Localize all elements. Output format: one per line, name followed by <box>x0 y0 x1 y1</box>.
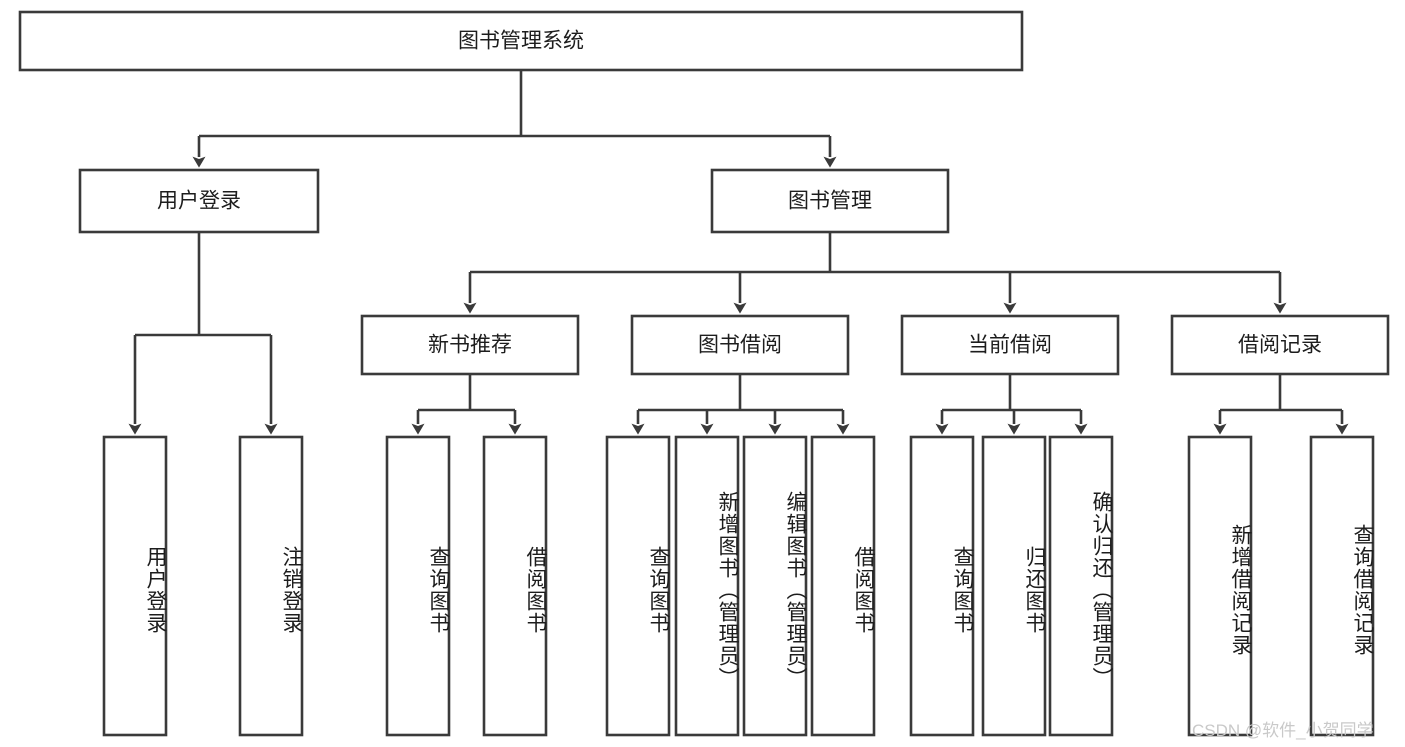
node-box-current[interactable] <box>900 314 1120 376</box>
node-box-leaf-nb-query[interactable] <box>385 435 451 737</box>
node-label-records: 借阅记录 <box>1238 334 1322 357</box>
node-box-login[interactable] <box>78 168 320 234</box>
node-label-borrow: 图书借阅 <box>698 334 782 357</box>
node-box-leaf-cu-return[interactable] <box>981 435 1047 737</box>
node-box-leaf-bo-edit[interactable] <box>742 435 808 737</box>
node-box-leaf-bo-lend[interactable] <box>810 435 876 737</box>
node-label-current: 当前借阅 <box>968 334 1052 357</box>
node-label-bookmgmt: 图书管理 <box>788 190 872 213</box>
node-box-leaf-re-add[interactable] <box>1187 435 1253 737</box>
node-label-root: 图书管理系统 <box>458 30 584 53</box>
connector-layer <box>128 70 1349 435</box>
node-box-leaf-cu-confirm[interactable] <box>1048 435 1114 737</box>
node-box-leaf-nb-borrow[interactable] <box>482 435 548 737</box>
node-box-leaf-re-query[interactable] <box>1309 435 1375 737</box>
node-box-borrow[interactable] <box>630 314 850 376</box>
node-box-leaf-user-login[interactable] <box>102 435 168 737</box>
node-box-leaf-bo-query[interactable] <box>605 435 671 737</box>
node-box-newbook[interactable] <box>360 314 580 376</box>
node-box-leaf-logout[interactable] <box>238 435 304 737</box>
node-label-login: 用户登录 <box>157 190 241 213</box>
node-box-leaf-bo-add[interactable] <box>674 435 740 737</box>
node-box-leaf-cu-query[interactable] <box>909 435 975 737</box>
node-box-records[interactable] <box>1170 314 1390 376</box>
node-box-root[interactable] <box>18 10 1024 72</box>
node-label-newbook: 新书推荐 <box>428 334 512 357</box>
node-box-bookmgmt[interactable] <box>710 168 950 234</box>
